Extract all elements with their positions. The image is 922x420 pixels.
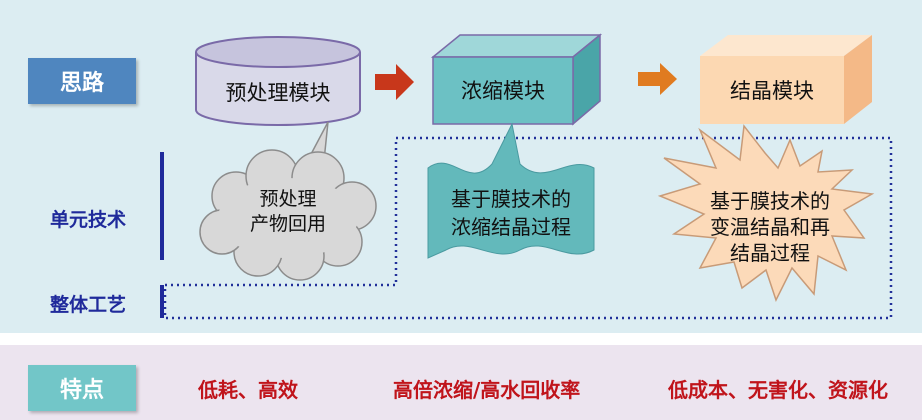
arrow-right-icon-2 — [638, 63, 677, 95]
pretreatment-module-label: 预处理模块 — [225, 81, 331, 105]
overall-process-bar — [160, 285, 164, 318]
star-text-line3: 结晶过程 — [730, 241, 810, 265]
wave-callout — [427, 122, 595, 259]
feature-3: 低成本、无害化、资源化 — [668, 378, 888, 402]
bottom-panel — [0, 345, 922, 420]
arrow-right-icon — [375, 64, 414, 100]
overall-process-label: 整体工艺 — [50, 294, 127, 316]
feature-2: 高倍浓缩/高水回收率 — [393, 378, 581, 402]
feature-1: 低耗、高效 — [198, 378, 298, 402]
thinking-tag: 思路 — [28, 58, 136, 104]
star-callout — [657, 124, 875, 302]
cloud-text-line2: 产物回用 — [249, 213, 326, 235]
features-tag: 特点 — [28, 365, 136, 411]
wave-text-line2: 浓缩结晶过程 — [451, 215, 571, 239]
unit-tech-label: 单元技术 — [50, 209, 127, 231]
pretreatment-cylinder — [195, 36, 361, 126]
crystallization-module-label: 结晶模块 — [730, 79, 814, 103]
unit-tech-bar — [160, 152, 164, 260]
concentration-module-label: 浓缩模块 — [461, 79, 545, 103]
wave-text-line1: 基于膜技术的 — [451, 187, 571, 211]
cloud-text-line1: 预处理 — [259, 188, 317, 210]
cloud-callout — [199, 121, 377, 281]
star-text-line2: 变温结晶和再 — [710, 215, 830, 239]
star-text-line1: 基于膜技术的 — [710, 189, 830, 213]
crystallization-box — [700, 35, 872, 124]
concentration-box — [430, 33, 603, 126]
